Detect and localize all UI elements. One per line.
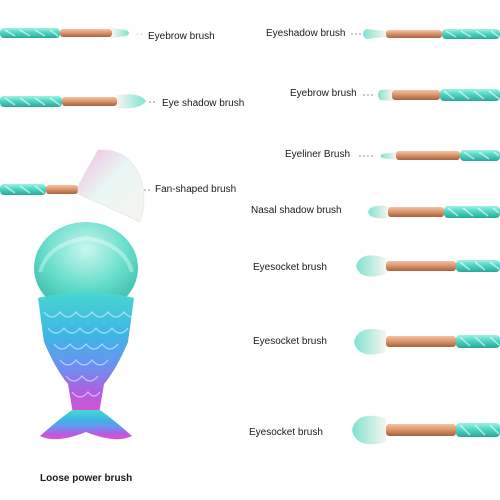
label-eyesocket-brush-1: Eyesocket brush	[253, 262, 327, 273]
label-eyeliner-brush-right: Eyeliner Brush	[285, 149, 351, 160]
label-eye-shadow-brush-left: Eye shadow brush	[162, 98, 245, 109]
label-nasal-shadow-brush-right: Nasal shadow brush	[251, 205, 342, 216]
svg-text:· ·: · ·	[136, 31, 143, 38]
loose-power-brush	[34, 222, 141, 440]
eyebrow-brush-right	[378, 89, 500, 101]
eyesocket-brush-3	[352, 415, 500, 445]
label-eyesocket-brush-2: Eyesocket brush	[253, 336, 327, 347]
eyeliner-brush-right	[380, 150, 500, 161]
label-eyebrow-brush-right: Eyebrow brush	[290, 88, 357, 99]
label-loose-power-brush: Loose power brush	[40, 473, 133, 484]
fan-shaped-brush	[0, 149, 145, 223]
eyebrow-brush-left: · ·	[0, 28, 143, 38]
eyesocket-brush-1	[356, 255, 500, 277]
leader-dots	[144, 33, 373, 191]
label-eyebrow-brush-left: Eyebrow brush	[148, 31, 215, 42]
eyesocket-brush-2	[354, 329, 500, 355]
eyeshadow-brush-right	[363, 29, 500, 39]
eye-shadow-brush-left	[0, 94, 146, 109]
nasal-shadow-brush-right	[368, 205, 500, 219]
label-eyeshadow-brush-right: Eyeshadow brush	[266, 28, 346, 39]
label-fan-shaped-brush: Fan-shaped brush	[155, 184, 237, 195]
label-eyesocket-brush-3: Eyesocket brush	[249, 427, 323, 438]
